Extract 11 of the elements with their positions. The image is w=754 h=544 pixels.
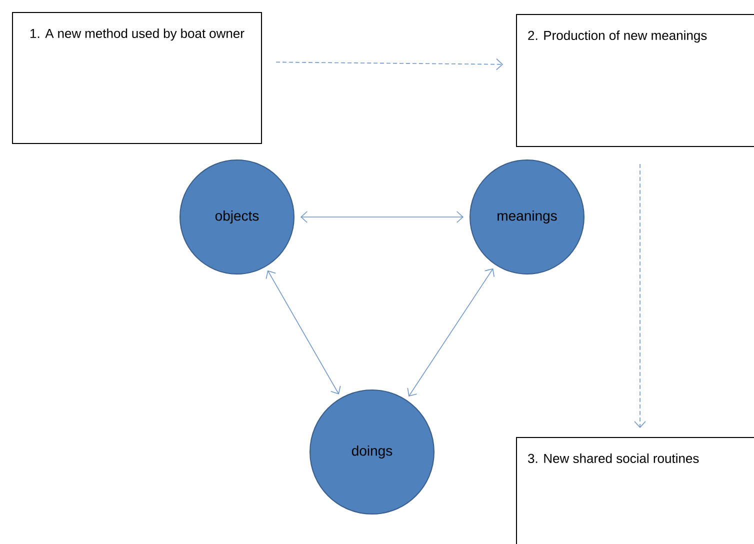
circle-node: meanings	[470, 160, 584, 274]
arrow	[634, 164, 646, 428]
circle-node: objects	[180, 160, 294, 274]
circle-node: doings	[310, 390, 434, 514]
arrow	[276, 58, 503, 70]
arrow	[407, 268, 494, 396]
text-box: 3. New shared social routines	[516, 437, 754, 544]
arrow	[300, 211, 464, 223]
arrow	[266, 270, 341, 394]
text-box: 2. Production of new meanings	[516, 14, 754, 147]
text-box: 1. A new method used by boat owner	[12, 12, 262, 144]
